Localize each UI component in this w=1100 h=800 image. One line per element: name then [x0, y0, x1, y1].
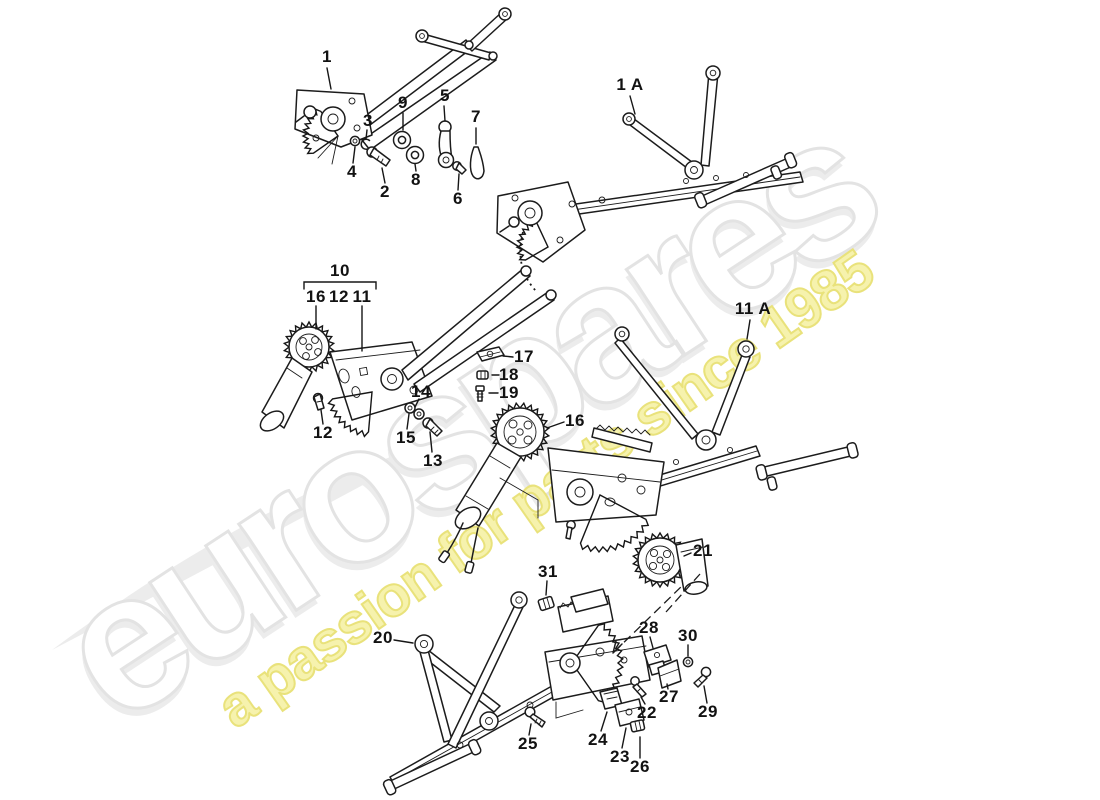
part-callout-6: 6: [453, 189, 463, 208]
part-callout-10: 10: [330, 261, 350, 280]
part-callout-22: 22: [637, 703, 657, 722]
part-clamp-17: [476, 346, 505, 362]
part-callout-7: 7: [471, 107, 481, 126]
part-callout-11: 11: [352, 287, 372, 306]
gear-sector: [515, 219, 549, 261]
assembly-11a-window-regulator: [547, 326, 859, 554]
swoosh-shape: [52, 430, 465, 650]
part-callout-19: 19: [499, 383, 519, 402]
part-callout-12: 12: [313, 423, 333, 442]
part-handle-cover-7: [469, 146, 485, 180]
part-bracket-27: [657, 659, 682, 689]
part-callout-28: 28: [639, 618, 659, 637]
part-bolt-12: [312, 392, 325, 411]
part-callout-9: 9: [398, 93, 408, 112]
part-callout-27: 27: [659, 687, 679, 706]
group-bracket-line: [303, 281, 377, 290]
part-callout-1: 1: [322, 47, 332, 66]
part-screw-19: [475, 385, 485, 402]
part-buffer-31: [537, 595, 555, 612]
part-callout-15: 15: [396, 428, 416, 447]
motor-21-electric-drive: [612, 531, 709, 654]
part-callout-13: 13: [423, 451, 443, 470]
part-callout-2: 2: [380, 182, 390, 201]
part-callout-8: 8: [411, 170, 421, 189]
install-direction-arrow: [612, 640, 623, 654]
install-direction-line: [613, 583, 685, 653]
part-bolt-13: [422, 417, 443, 437]
part-callout-3: 3: [363, 111, 373, 130]
part-grommet-9: [392, 130, 412, 150]
part-nut-26: [629, 719, 646, 733]
part-callout-12: 12: [329, 287, 349, 306]
part-bolt-22: [630, 676, 647, 698]
part-callout-24: 24: [588, 730, 608, 749]
part-bolt-2: [366, 146, 391, 167]
part-bolt-29: [693, 666, 712, 688]
part-nut-18: [476, 370, 489, 380]
part-callout-5: 5: [440, 86, 450, 105]
assembly-20-window-regulator: [382, 588, 651, 796]
part-callout-1A: 1 A: [616, 75, 644, 94]
part-callout-4: 4: [347, 162, 357, 181]
assembly-1a-window-regulator: [496, 65, 804, 292]
part-nut-4: [349, 135, 361, 147]
part-callout-31: 31: [538, 562, 558, 581]
part-callout-16: 16: [306, 287, 326, 306]
part-callout-14: 14: [411, 382, 431, 401]
assembly-10-regulator-with-motor: [259, 265, 557, 438]
part-callout-26: 26: [630, 757, 650, 776]
part-callout-11A: 11 A: [734, 299, 772, 318]
part-plate-23: [614, 698, 645, 727]
part-callout-20: 20: [373, 628, 393, 647]
part-callout-21: 21: [693, 541, 713, 560]
part-crank-handle-5: [437, 120, 455, 169]
callout-leader-lines: [303, 67, 751, 759]
part-callout-18: 18: [499, 365, 519, 384]
part-callout-29: 29: [698, 702, 718, 721]
part-callout-23: 23: [610, 747, 630, 766]
gear-sector: [327, 391, 373, 438]
part-washer-30: [682, 656, 694, 668]
part-callout-17: 17: [514, 347, 534, 366]
part-washer-15: [404, 402, 416, 414]
motor-16-electric-drive: [438, 401, 551, 574]
assembly-1-window-regulator: [294, 7, 512, 165]
part-callout-30: 30: [678, 626, 698, 645]
part-bolt-6: [452, 161, 467, 175]
part-callout-25: 25: [518, 734, 538, 753]
part-callout-16: 16: [565, 411, 585, 430]
part-bolt-25: [524, 706, 546, 728]
part-washer-14: [413, 408, 425, 420]
gear-sector: [579, 494, 650, 554]
